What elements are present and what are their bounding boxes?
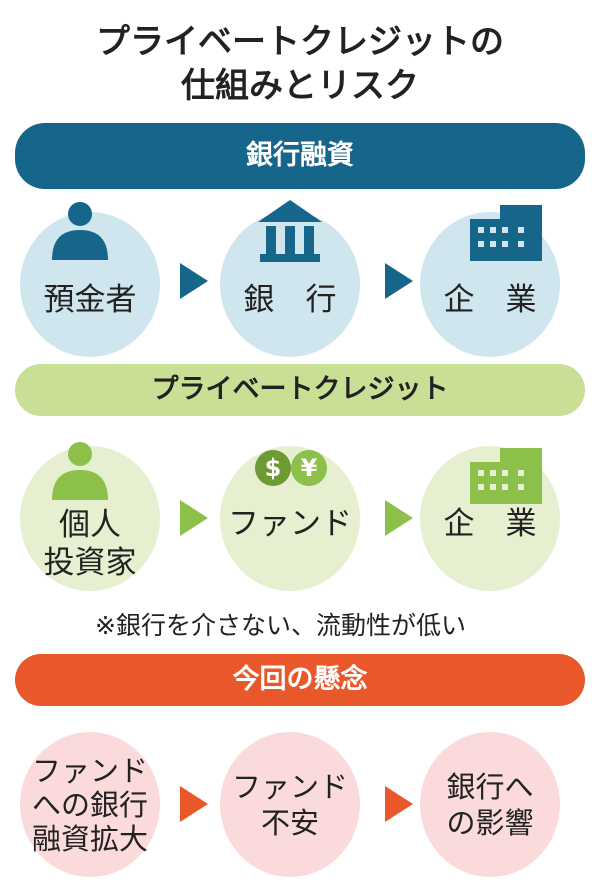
arrow-right-icon xyxy=(180,500,208,536)
node-label: 企 業 xyxy=(443,281,537,318)
note-text: ※銀行を介さない、流動性が低い xyxy=(95,611,466,640)
person-icon xyxy=(52,442,108,500)
title-line-1: プライベートクレジットの xyxy=(96,22,504,62)
node-label: ファンド xyxy=(228,505,352,542)
node-label: ファンド への銀行 融資拡大 xyxy=(31,753,148,856)
concern-banner: 今回の懸念 xyxy=(15,654,585,706)
yen-coin-icon: ¥ xyxy=(291,450,327,486)
building-icon xyxy=(470,205,542,261)
node-label: 銀行へ の影響 xyxy=(446,769,534,840)
node-label: 預金者 xyxy=(43,281,137,318)
person-icon xyxy=(52,202,108,260)
node-label: 銀 行 xyxy=(243,281,337,318)
arrow-right-icon xyxy=(385,786,413,822)
building-icon xyxy=(470,448,542,504)
private-credit-banner: プライベートクレジット xyxy=(15,364,585,416)
node-bank-loans-to-funds: ファンド への銀行 融資拡大 xyxy=(20,732,160,877)
node-bank: 銀 行 xyxy=(220,212,360,357)
node-label: ファンド 不安 xyxy=(231,769,348,840)
node-label: 企 業 xyxy=(443,505,537,542)
arrow-right-icon xyxy=(385,263,413,299)
arrow-right-icon xyxy=(180,786,208,822)
node-fund-anxiety: ファンド 不安 xyxy=(220,732,360,877)
arrow-right-icon xyxy=(385,500,413,536)
bank-loan-banner: 銀行融資 xyxy=(15,123,585,189)
node-label: 個人 投資家 xyxy=(43,506,137,581)
node-individual-investor: 個人 投資家 xyxy=(20,446,160,591)
title-line-2: 仕組みとリスク xyxy=(181,66,419,106)
node-bank-impact: 銀行へ の影響 xyxy=(420,732,560,877)
dollar-coin-icon: $ xyxy=(255,450,291,486)
bank-icon xyxy=(258,200,322,262)
arrow-right-icon xyxy=(180,263,208,299)
